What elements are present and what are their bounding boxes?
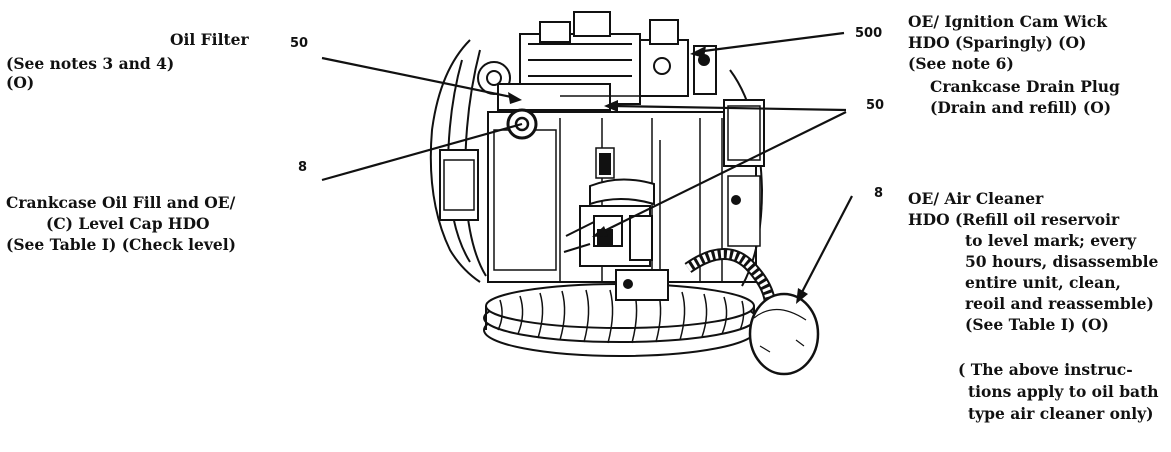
right-shroud — [723, 69, 765, 287]
ignition-cam-line-1: OE/ Ignition Cam Wick — [908, 12, 1108, 31]
air-cleaner-hours: 8 — [874, 186, 884, 201]
oil-filter-label: Oil Filter — [170, 30, 249, 49]
leader-arrowheads — [508, 46, 808, 304]
crankcase-fill-ref: (See Table I) (Check level) — [6, 235, 236, 254]
front-detail — [563, 178, 669, 301]
oil-filter-notes: (See notes 3 and 4) — [6, 54, 175, 73]
leader-drain-plug-upper — [611, 104, 847, 112]
air-cleaner-line-6: reoil and reassemble) — [965, 294, 1154, 313]
air-cleaner-line-5: entire unit, clean, — [965, 273, 1121, 292]
drain-plug-hours: 50 — [866, 98, 885, 113]
air-cleaner-line-7: (See Table I) (O) — [965, 315, 1109, 334]
air-cleaner-line-3: to level mark; every — [965, 231, 1137, 250]
air-cleaner-line-2: HDO (Refill oil reservoir — [908, 210, 1120, 229]
oil-filter-hours: 50 — [290, 36, 309, 51]
drain-plug-line-2: (Drain and refill) (O) — [930, 98, 1112, 117]
leader-ignition-cam — [695, 31, 845, 54]
air-cleaner-line-4: 50 hours, disassemble — [965, 252, 1159, 271]
leader-air-cleaner — [799, 195, 853, 297]
leader-drain-plug-lower — [597, 111, 847, 235]
ignition-cam-line-3: (See note 6) — [908, 54, 1014, 73]
air-cleaner-body — [748, 292, 820, 376]
note-line-2: tions apply to oil bath — [968, 382, 1159, 401]
leader-oil-filter — [321, 56, 517, 100]
left-shroud — [429, 39, 514, 283]
note-line-1: ( The above instruc- — [958, 360, 1133, 379]
oil-filter-code: (O) — [6, 73, 35, 92]
drain-plug-line-1: Crankcase Drain Plug — [930, 77, 1120, 96]
leader-lines — [321, 31, 853, 297]
top-assembly — [497, 11, 717, 111]
crankcase-fill-hours: 8 — [298, 160, 308, 175]
crankcase-fill-label: Crankcase Oil Fill and OE/ — [6, 193, 236, 212]
ignition-cam-hours: 500 — [855, 26, 883, 41]
leader-crankcase-fill — [321, 122, 523, 182]
crankcase-fill-cap: (C) Level Cap HDO — [46, 214, 210, 233]
ignition-cam-line-2: HDO (Sparingly) (O) — [908, 33, 1087, 52]
air-cleaner-line-1: OE/ Air Cleaner — [908, 189, 1044, 208]
note-line-3: type air cleaner only) — [968, 404, 1154, 423]
